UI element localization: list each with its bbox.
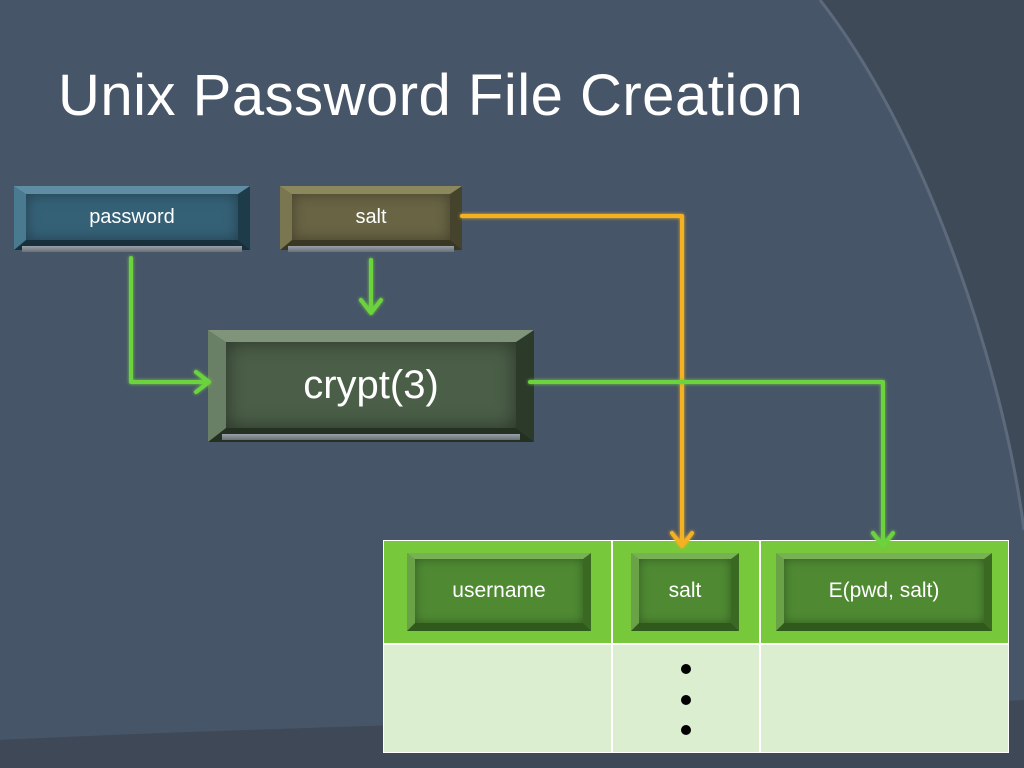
ellipsis-dot — [681, 725, 691, 735]
salt-input-label: salt — [355, 205, 387, 228]
slide-title: Unix Password File Creation — [58, 63, 804, 128]
crypt-function-box: crypt(3) — [208, 330, 534, 442]
encrypted-password-column-box: E(pwd, salt) — [776, 553, 992, 631]
table-body-cell — [613, 645, 759, 752]
table-body-cell — [384, 645, 611, 752]
salt-column-box: salt — [631, 553, 739, 631]
password-box: password — [14, 186, 250, 252]
password-label: password — [89, 205, 175, 228]
crypt-function-label: crypt(3) — [303, 362, 439, 407]
ellipsis-dot — [681, 695, 691, 705]
ellipsis-dot — [681, 664, 691, 674]
username-column-label: username — [452, 579, 546, 602]
salt-column-label: salt — [668, 579, 702, 602]
password-file-table: username salt E(pwd, salt) — [383, 540, 1009, 753]
table-body-cell — [761, 645, 1008, 752]
salt-input-box: salt — [280, 186, 462, 252]
username-column-box: username — [407, 553, 591, 631]
table-header-cell-salt: salt — [613, 541, 759, 643]
table-header-cell-username: username — [384, 541, 611, 643]
table-header-cell-encrypted: E(pwd, salt) — [761, 541, 1008, 643]
encrypted-password-column-label: E(pwd, salt) — [828, 579, 940, 602]
